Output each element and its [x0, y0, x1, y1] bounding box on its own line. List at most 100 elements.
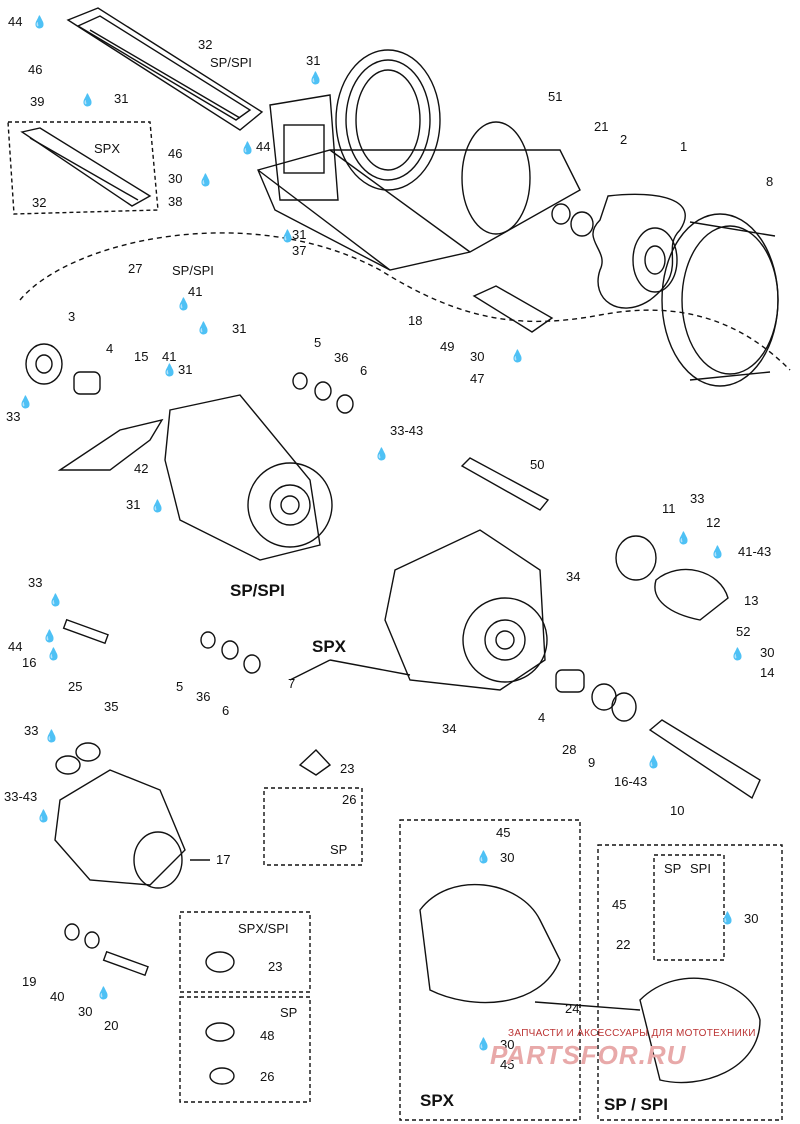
droplet-icon: 💧 — [646, 755, 661, 769]
callout: 5 — [176, 679, 184, 694]
o-ring-11 — [615, 535, 657, 581]
droplet-icon: 💧 — [96, 986, 111, 1000]
variant-label: SPX — [94, 141, 121, 156]
bearing-4 — [73, 371, 101, 395]
callout: 10 — [670, 803, 685, 818]
callout: 26 — [342, 792, 357, 807]
callout: 51 — [548, 89, 563, 104]
ring — [335, 49, 441, 191]
bearing-4b — [555, 669, 585, 693]
callout: 17 — [216, 852, 231, 867]
callout: 41 — [162, 349, 177, 364]
callout: 32 — [32, 195, 47, 210]
callout: 33 — [28, 575, 43, 590]
callout: 31 — [292, 227, 307, 242]
callout: 4 — [106, 341, 114, 356]
impeller-1 — [592, 193, 686, 309]
callout: 13 — [744, 593, 759, 608]
droplet-icon: 💧 — [32, 15, 47, 29]
callout: 24 — [565, 1001, 580, 1016]
callout: 6 — [222, 703, 230, 718]
callout: 5 — [314, 335, 322, 350]
callout: 44 — [256, 139, 271, 154]
callout: 27 — [128, 261, 143, 276]
rail-32 — [66, 7, 264, 131]
callout: 23 — [340, 761, 355, 776]
variant-label: SPI — [690, 861, 711, 876]
watermark-caption: ЗАПЧАСТИ И АКСЕССУАРЫ ДЛЯ МОТОТЕХНИКИ — [508, 1028, 756, 1039]
variant-label: SP/SPI — [230, 581, 285, 600]
nut-21 — [551, 203, 571, 225]
droplet-icon: 💧 — [240, 141, 255, 155]
callout: 33-43 — [390, 423, 424, 438]
venturi-17 — [54, 769, 186, 889]
callout: 44 — [8, 639, 23, 654]
droplet-icon: 💧 — [720, 911, 735, 925]
bolt-25 — [62, 618, 109, 645]
variant-label: SPX/SPI — [238, 921, 289, 936]
callout: 34 — [566, 569, 581, 584]
callout: 16-43 — [614, 774, 648, 789]
droplet-icon: 💧 — [18, 395, 33, 409]
callout: 21 — [594, 119, 609, 134]
callout: 1 — [680, 139, 688, 154]
callout: 41-43 — [738, 544, 772, 559]
callout: 49 — [440, 339, 455, 354]
callout: 37 — [292, 243, 307, 258]
callout: 45 — [612, 897, 627, 912]
callout: 44 — [8, 14, 23, 29]
callout: 42 — [134, 461, 149, 476]
pump-housing-sp — [164, 394, 333, 561]
callout: 31 — [178, 362, 193, 377]
droplet-icon: 💧 — [36, 809, 51, 823]
callout: 25 — [68, 679, 83, 694]
variant-label: SP — [330, 842, 348, 857]
callout: 20 — [104, 1018, 119, 1033]
ride-plate-18 — [257, 94, 581, 271]
droplet-icon: 💧 — [48, 593, 63, 607]
callout: 34 — [442, 721, 457, 736]
callout: 33-43 — [4, 789, 38, 804]
cone-13 — [654, 568, 729, 621]
callout: 50 — [530, 457, 545, 472]
nozzle-24-sp — [639, 977, 761, 1084]
callout: 28 — [562, 742, 577, 757]
callout: 41 — [188, 284, 203, 299]
variant-label: SPX — [420, 1091, 455, 1110]
nozzle-24-spx — [419, 883, 561, 1004]
droplet-icon: 💧 — [308, 71, 323, 85]
droplet-icon: 💧 — [374, 447, 389, 461]
droplet-icon: 💧 — [196, 321, 211, 335]
variant-label: SP/SPI — [172, 263, 214, 278]
droplet-icon: 💧 — [280, 229, 295, 243]
wear-ring-8 — [661, 213, 779, 387]
droplet-icon: 💧 — [150, 499, 165, 513]
droplet-icon: 💧 — [476, 850, 491, 864]
grommet-23 — [298, 749, 332, 776]
callout: 30 — [500, 1037, 515, 1052]
droplet-icon: 💧 — [676, 531, 691, 545]
variant-label: SPX — [312, 637, 347, 656]
callout: 11 — [662, 501, 676, 516]
callout: 9 — [588, 755, 596, 770]
pump-housing-spx — [384, 529, 548, 691]
callout: 19 — [22, 974, 37, 989]
callout: 40 — [50, 989, 65, 1004]
callout: 45 — [496, 825, 511, 840]
callout: 4 — [538, 710, 546, 725]
callout: 30 — [500, 850, 515, 865]
bolt-20 — [102, 950, 149, 977]
variant-label: SP — [664, 861, 682, 876]
droplet-icon: 💧 — [162, 363, 177, 377]
callout: 38 — [168, 194, 183, 209]
callout: 3 — [68, 309, 76, 324]
callout: 36 — [334, 350, 349, 365]
callout: 33 — [24, 723, 39, 738]
callout: 12 — [706, 515, 721, 530]
callout: 45 — [500, 1057, 515, 1072]
droplet-icon: 💧 — [176, 297, 191, 311]
callout: 8 — [766, 174, 774, 189]
callout: 26 — [260, 1069, 275, 1084]
